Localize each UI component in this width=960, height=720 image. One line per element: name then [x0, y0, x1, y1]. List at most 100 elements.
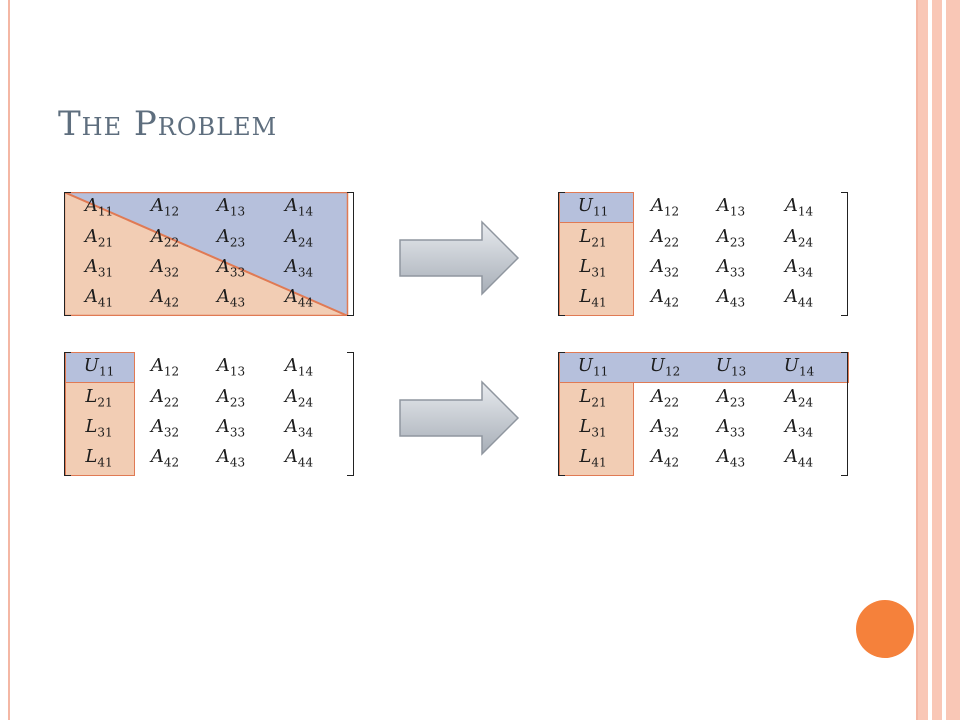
entry-subscript: 44: [297, 455, 314, 470]
entry-subscript: 22: [163, 395, 180, 410]
diagonal-split: [64, 192, 349, 316]
entry-subscript: 22: [663, 395, 680, 410]
entry-symbol: A: [716, 446, 730, 467]
entry-symbol: A: [784, 386, 798, 407]
matrix-entry: A31: [68, 256, 130, 280]
entry-subscript: 41: [97, 455, 113, 470]
matrix-entry: A12: [134, 195, 196, 219]
entry-symbol: A: [216, 446, 230, 467]
entry-symbol: A: [284, 256, 298, 277]
entry-symbol: A: [716, 195, 730, 216]
slide-title: The Problem: [58, 104, 278, 144]
entry-symbol: A: [284, 195, 298, 216]
entry-symbol: A: [216, 256, 230, 277]
entry-subscript: 33: [229, 265, 246, 280]
matrix-entry: A34: [268, 416, 330, 440]
entry-subscript: 14: [798, 364, 815, 379]
entry-subscript: 14: [797, 204, 814, 219]
matrix-entry: A22: [134, 386, 196, 410]
entry-symbol: A: [650, 386, 664, 407]
matrix-entry: L41: [68, 446, 130, 470]
matrix-entry: A32: [134, 256, 196, 280]
matrix-entry: A13: [200, 195, 262, 219]
matrix-entry: A11: [68, 195, 130, 219]
u-cell-shade: [65, 352, 135, 383]
entry-symbol: A: [150, 446, 164, 467]
matrix-entry: A24: [768, 386, 830, 410]
entry-symbol: A: [150, 195, 164, 216]
slide-frame: [8, 0, 918, 720]
entry-subscript: 13: [229, 364, 246, 379]
entry-subscript: 44: [797, 295, 814, 310]
entry-symbol: A: [784, 286, 798, 307]
matrix-entry: U13: [700, 355, 762, 379]
entry-symbol: A: [216, 416, 230, 437]
entry-subscript: 12: [663, 204, 680, 219]
left-bracket: [558, 192, 565, 316]
entry-subscript: 14: [297, 204, 314, 219]
matrix-entry: A43: [200, 286, 262, 310]
entry-subscript: 41: [591, 295, 607, 310]
entry-subscript: 13: [730, 364, 747, 379]
entry-symbol: A: [84, 256, 98, 277]
entry-subscript: 44: [797, 455, 814, 470]
entry-symbol: A: [650, 446, 664, 467]
matrix-entry: A34: [768, 416, 830, 440]
entry-subscript: 12: [163, 204, 180, 219]
u-row-shade: [559, 352, 849, 383]
matrix-entry: A33: [200, 256, 262, 280]
entry-symbol: A: [284, 286, 298, 307]
entry-subscript: 12: [664, 364, 681, 379]
matrix-entry: L31: [68, 416, 130, 440]
entry-subscript: 32: [663, 425, 680, 440]
entry-subscript: 22: [163, 235, 180, 250]
entry-subscript: 24: [297, 235, 314, 250]
entry-symbol: A: [216, 355, 230, 376]
entry-symbol: A: [716, 286, 730, 307]
entry-symbol: L: [579, 446, 592, 467]
entry-subscript: 12: [163, 364, 180, 379]
entry-symbol: A: [784, 226, 798, 247]
entry-symbol: A: [84, 226, 98, 247]
entry-subscript: 42: [163, 295, 180, 310]
entry-symbol: A: [284, 386, 298, 407]
entry-subscript: 44: [297, 295, 314, 310]
entry-subscript: 32: [663, 265, 680, 280]
entry-subscript: 11: [98, 364, 115, 379]
right-bracket: [347, 192, 354, 316]
matrix-entry: A22: [634, 386, 696, 410]
entry-symbol: A: [650, 195, 664, 216]
entry-symbol: U: [649, 355, 665, 376]
entry-symbol: U: [715, 355, 731, 376]
entry-symbol: L: [579, 226, 592, 247]
entry-symbol: A: [216, 195, 230, 216]
entry-symbol: A: [650, 286, 664, 307]
entry-subscript: 33: [229, 425, 246, 440]
matrix-entry: L41: [562, 446, 624, 470]
entry-subscript: 23: [229, 235, 246, 250]
entry-symbol: A: [150, 416, 164, 437]
matrix-entry: A32: [134, 416, 196, 440]
matrix-entry: A43: [700, 286, 762, 310]
matrix-entry: U11: [562, 195, 624, 219]
matrix-entry: A44: [268, 286, 330, 310]
matrix-entry: A14: [268, 195, 330, 219]
entry-symbol: A: [784, 195, 798, 216]
entry-subscript: 21: [97, 395, 113, 410]
matrix-entry: A24: [268, 386, 330, 410]
matrix-entry: A23: [700, 226, 762, 250]
entry-symbol: A: [216, 386, 230, 407]
entry-symbol: A: [284, 416, 298, 437]
entry-subscript: 31: [97, 425, 113, 440]
matrix-entry: A12: [134, 355, 196, 379]
entry-subscript: 21: [591, 235, 607, 250]
matrix-entry: U11: [562, 355, 624, 379]
entry-symbol: L: [579, 256, 592, 277]
matrix-entry: A23: [200, 226, 262, 250]
matrix-entry: A34: [768, 256, 830, 280]
entry-symbol: A: [150, 355, 164, 376]
entry-symbol: L: [579, 416, 592, 437]
entry-symbol: L: [579, 286, 592, 307]
entry-subscript: 42: [163, 455, 180, 470]
